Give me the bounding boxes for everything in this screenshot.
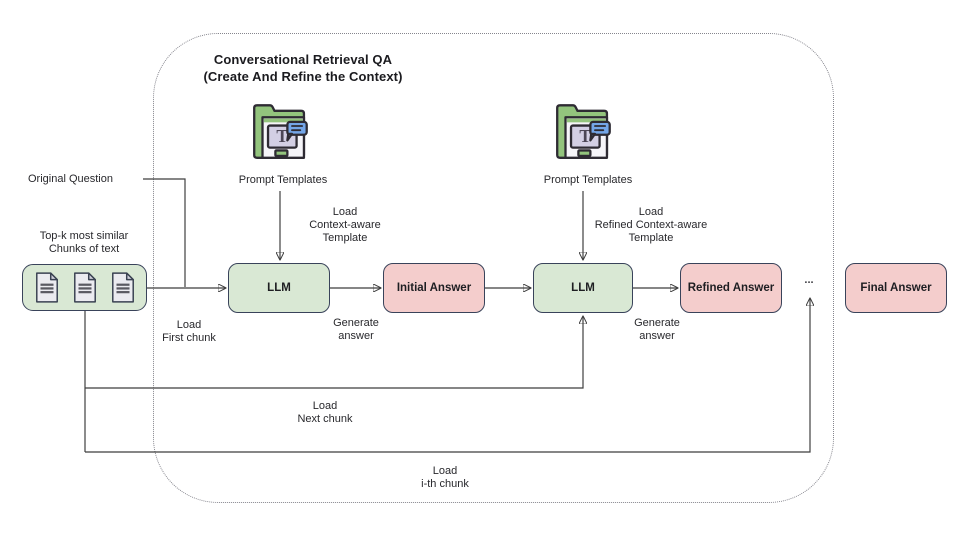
wire-next-chunk — [85, 317, 583, 389]
node-refined-answer: Refined Answer — [680, 263, 782, 313]
label-load-first-chunk: Load First chunk — [162, 319, 216, 345]
label-line: Load — [312, 400, 338, 412]
label-line: Top-k most similar — [39, 230, 129, 242]
node-llm-refine: LLM — [533, 263, 633, 313]
prompt-templates-icon-right: T — [556, 104, 611, 159]
label-load-next-chunk: Load Next chunk — [297, 400, 352, 426]
label-line: i-th chunk — [421, 478, 469, 490]
diagram-title-line1: Conversational Retrieval QA — [213, 52, 393, 67]
label-original-question: Original Question — [28, 173, 113, 185]
label-line: Load — [638, 206, 664, 218]
label-load-refined-template: Load Refined Context-aware Template — [595, 206, 708, 245]
node-initial-answer: Initial Answer — [383, 263, 485, 313]
label-line: Generate — [634, 317, 680, 329]
label-line: Template — [322, 232, 368, 244]
node-llm-first: LLM — [228, 263, 330, 313]
label-line: Generate — [333, 317, 379, 329]
document-icon — [111, 272, 134, 303]
diagram-title: Conversational Retrieval QA (Create And … — [153, 51, 453, 85]
label-generate-answer-left: Generate answer — [333, 317, 379, 343]
wire-ith-chunk — [85, 299, 810, 453]
label-load-ith-chunk: Load i-th chunk — [421, 465, 469, 491]
label-prompt-templates-left: Prompt Templates — [238, 174, 328, 186]
label-line: answer — [338, 330, 374, 342]
label-line: Load — [332, 206, 358, 218]
label-line: Template — [628, 232, 674, 244]
ellipsis-between-refined-and-final: ... — [804, 274, 814, 286]
label-line: Load — [432, 465, 458, 477]
retrieval-qa-group-border — [153, 33, 834, 503]
label-line: Context-aware — [309, 219, 381, 231]
chunks-of-text-node — [22, 264, 147, 311]
label-line: Next chunk — [297, 413, 353, 425]
label-line: First chunk — [162, 332, 216, 344]
label-line: Load — [176, 319, 202, 331]
label-generate-answer-right: Generate answer — [634, 317, 680, 343]
document-icon — [73, 272, 96, 303]
node-final-answer: Final Answer — [845, 263, 947, 313]
prompt-templates-icon-left: T — [253, 104, 308, 159]
label-line: Chunks of text — [48, 243, 120, 255]
document-icon — [35, 272, 58, 303]
wire-original-question — [143, 178, 186, 287]
svg-text:T: T — [579, 126, 591, 146]
label-line: answer — [639, 330, 675, 342]
label-topk-chunks: Top-k most similar Chunks of text — [40, 230, 129, 256]
label-prompt-templates-right: Prompt Templates — [543, 174, 633, 186]
label-load-context-template: Load Context-aware Template — [309, 206, 381, 245]
svg-text:T: T — [276, 126, 288, 146]
label-line: Refined Context-aware — [594, 219, 708, 231]
diagram-title-line2: (Create And Refine the Context) — [203, 69, 403, 84]
